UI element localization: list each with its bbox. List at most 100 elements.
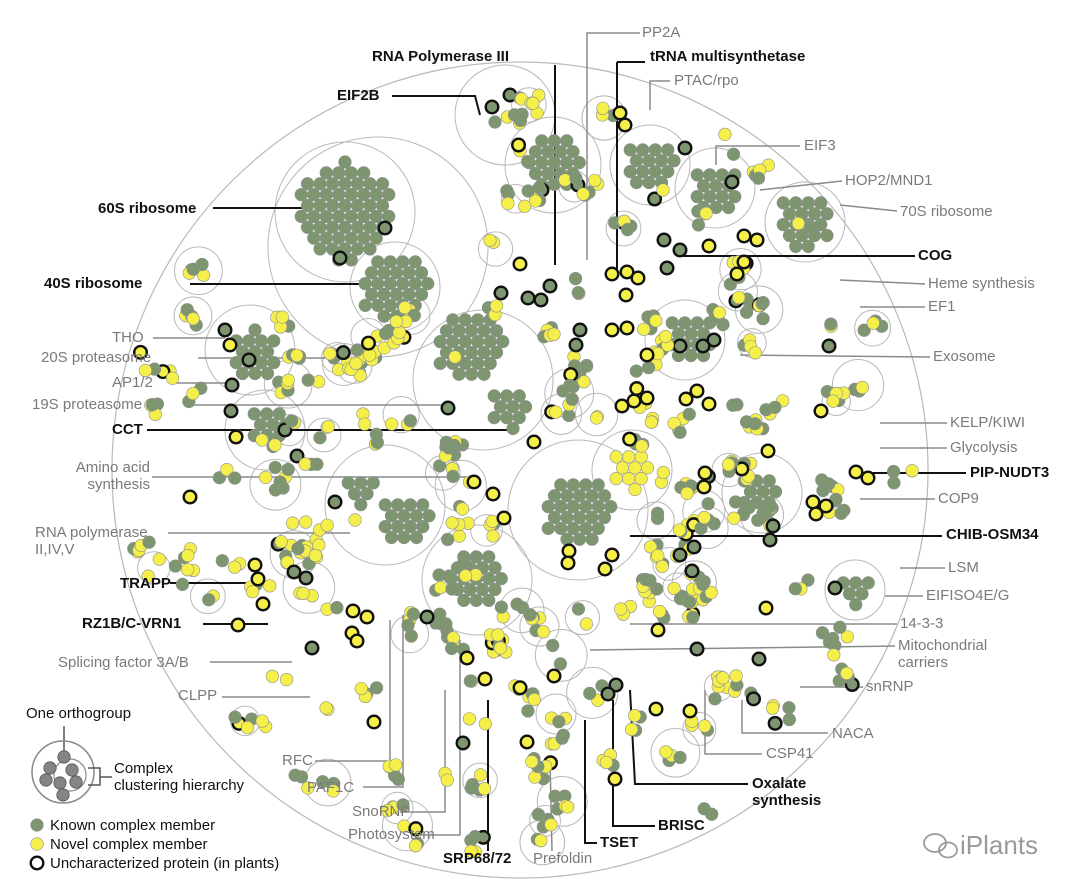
known-member-dot: [488, 582, 502, 597]
uncharacterized-protein-dot: [734, 461, 750, 477]
uncharacterized-protein-dot: [560, 555, 576, 571]
label-70s-ribosome: 70S ribosome: [900, 203, 993, 220]
known-member-dot: [691, 218, 706, 232]
uncharacterized-protein-dot: [677, 140, 693, 156]
known-member-dot: [452, 324, 466, 338]
uncharacterized-protein-dot: [706, 332, 722, 348]
novel-member-dot: [635, 439, 649, 453]
known-member-dot: [272, 407, 286, 421]
known-member-dot: [235, 366, 250, 381]
known-member-dot: [623, 143, 637, 157]
novel-member-dot: [181, 563, 195, 577]
novel-member-dot: [748, 346, 762, 360]
uncharacterized-protein-dot: [360, 335, 376, 351]
label-leader-line: [715, 145, 800, 165]
uncharacterized-protein-dot: [701, 238, 717, 254]
known-member-dot: [360, 487, 374, 501]
cluster-bubble: [644, 299, 726, 381]
novel-member-dot: [855, 380, 869, 395]
novel-member-dot: [840, 666, 854, 681]
novel-member-dot: [704, 585, 718, 600]
known-member-dot: [804, 220, 818, 234]
known-member-dot: [788, 582, 802, 596]
uncharacterized-protein-dot: [250, 571, 266, 587]
label-leader-line: [839, 204, 898, 212]
known-member-dot: [350, 343, 364, 357]
cluster-bubble: [719, 248, 762, 291]
novel-member-dot: [478, 717, 492, 731]
label-leader-line: [704, 690, 762, 755]
known-member-dot: [585, 532, 599, 546]
known-member-dot: [319, 209, 333, 223]
uncharacterized-protein-dot: [827, 580, 843, 596]
known-member-dot: [642, 175, 656, 190]
known-member-dot: [510, 597, 524, 611]
known-member-dot: [377, 309, 391, 323]
label-ef1: EF1: [928, 298, 956, 315]
novel-member-dot: [667, 581, 681, 596]
novel-member-dot: [827, 648, 841, 662]
known-member-dot: [629, 364, 643, 378]
known-member-dot: [332, 209, 346, 223]
known-member-dot: [354, 498, 368, 512]
label-pp2a: PP2A: [642, 24, 681, 41]
label-mitochondrial-carriers: Mitochondrial carriers: [898, 637, 988, 671]
known-member-dot: [861, 576, 875, 590]
known-member-dot: [572, 156, 586, 170]
uncharacterized-protein-dot: [813, 403, 829, 419]
legend-orthogroup-dot: [39, 773, 53, 787]
known-member-dot: [215, 554, 229, 568]
label-tho: THO: [112, 329, 144, 346]
known-member-dot: [463, 674, 477, 688]
uncharacterized-protein-dot: [512, 256, 528, 272]
known-member-dot: [313, 431, 327, 445]
known-member-dot: [620, 222, 635, 237]
known-member-dot: [729, 495, 743, 509]
cluster-bubble: [477, 231, 514, 267]
novel-member-dot: [448, 350, 462, 364]
known-member-dot: [709, 179, 723, 193]
known-member-dot: [696, 179, 711, 193]
known-member-dot: [521, 154, 535, 169]
known-member-dot: [638, 572, 653, 587]
uncharacterized-protein-dot: [746, 691, 762, 707]
novel-member-dot: [698, 719, 712, 733]
label-snrnp: snRNP: [866, 678, 914, 695]
known-member-dot: [273, 475, 287, 489]
novel-member-dot: [599, 755, 613, 770]
novel-member-dot: [558, 173, 572, 187]
known-member-dot: [763, 499, 777, 514]
known-member-dot: [414, 266, 429, 280]
uncharacterized-protein-dot: [617, 117, 633, 133]
known-member-dot: [682, 407, 696, 421]
known-member-dot: [408, 255, 422, 269]
known-member-dot: [471, 356, 485, 370]
novel-member-dot: [732, 290, 746, 305]
known-member-dot: [690, 168, 704, 182]
known-member-dot: [371, 298, 385, 312]
known-member-dot: [396, 277, 410, 291]
novel-member-dot: [353, 369, 367, 383]
label-ap1-2: AP1/2: [112, 374, 153, 391]
label-14-3-3: 14-3-3: [900, 615, 944, 632]
uncharacterized-protein-dot: [377, 220, 393, 236]
known-member-dot: [357, 231, 371, 245]
known-member-dot: [403, 498, 417, 512]
known-member-dot: [350, 177, 365, 191]
known-member-dot: [855, 587, 869, 601]
uncharacterized-protein-dot: [366, 714, 382, 730]
known-member-dot: [402, 287, 416, 302]
uncharacterized-protein-dot: [247, 557, 263, 573]
label-cog: COG: [918, 247, 953, 264]
known-member-dot: [849, 598, 863, 612]
known-member-dot: [307, 209, 321, 223]
novel-member-dot: [281, 373, 295, 387]
novel-member-dot: [268, 438, 282, 452]
uncharacterized-protein-dot: [860, 470, 876, 486]
known-member-dot: [566, 145, 580, 159]
uncharacterized-protein-dot: [349, 633, 365, 649]
known-member-dot: [378, 520, 392, 534]
novel-member-dot: [528, 194, 543, 208]
known-member-dot: [678, 316, 692, 330]
label-leader-line: [739, 354, 931, 358]
